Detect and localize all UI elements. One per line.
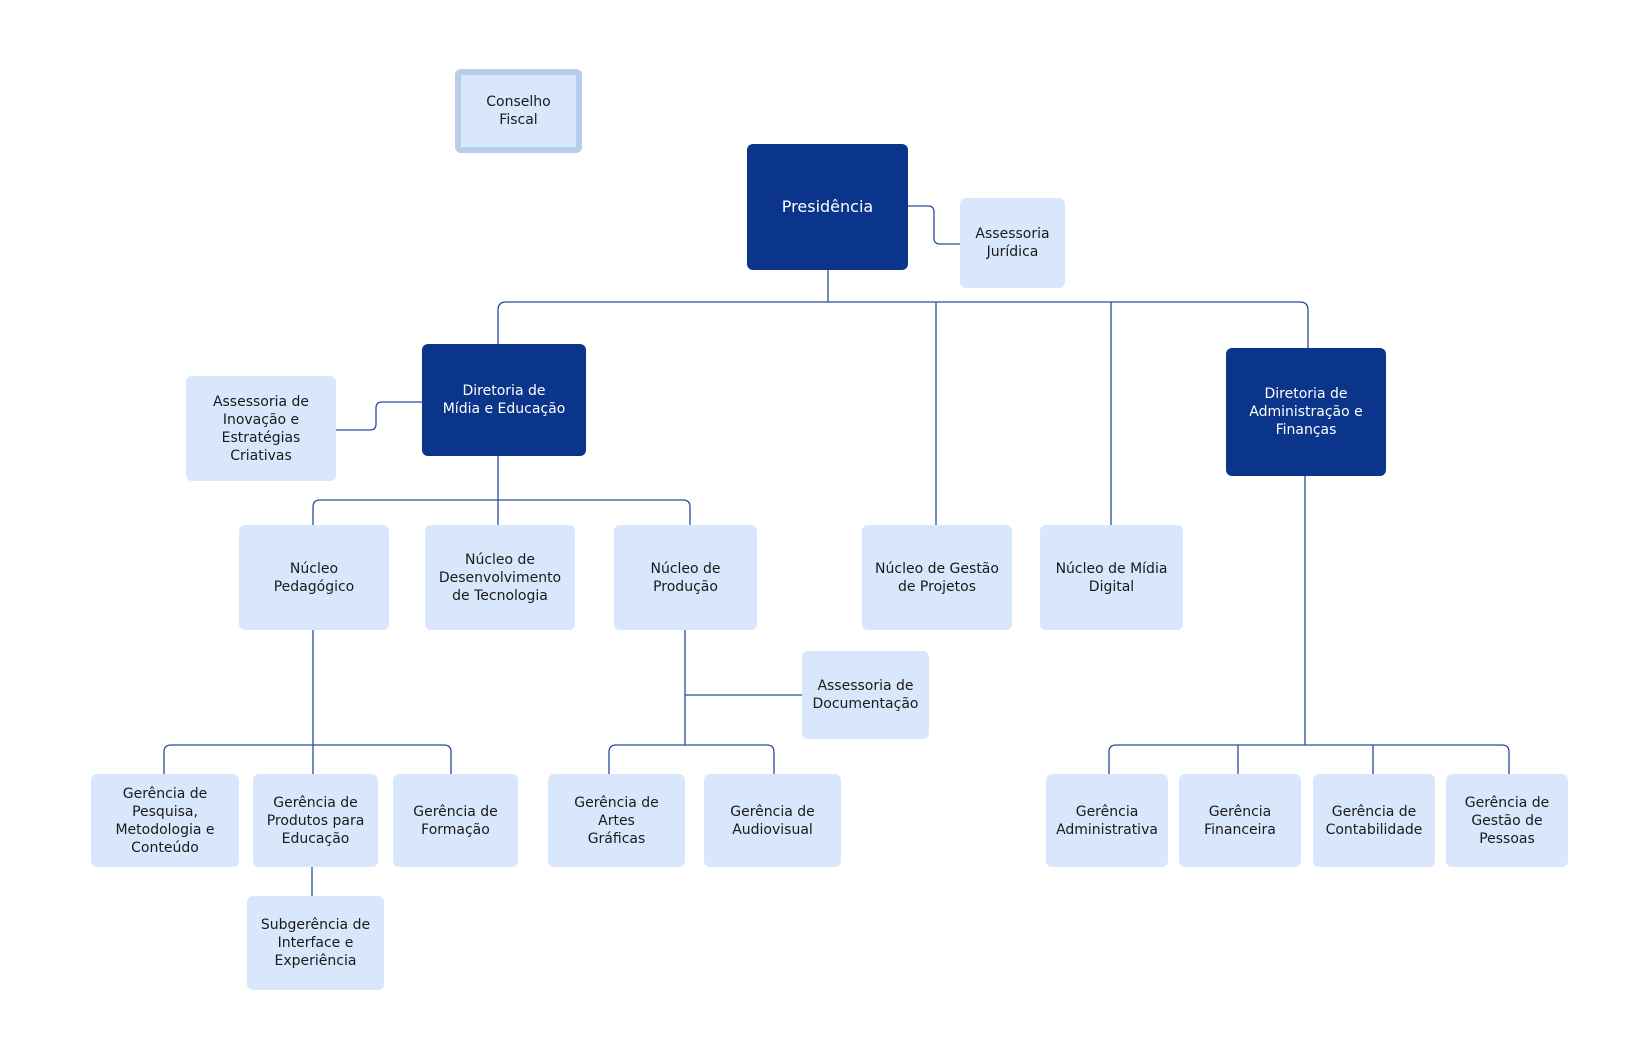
connector-inovacao-diretoria-midia	[336, 401, 422, 431]
node-diretoria-midia-educacao: Diretoria de Mídia e Educação	[422, 344, 586, 456]
node-assessoria-documentacao: Assessoria de Documentação	[802, 651, 929, 739]
node-diretoria-administracao-financas: Diretoria de Administração e Finanças	[1226, 348, 1386, 476]
node-nucleo-desenvolvimento-tecnologia: Núcleo de Desenvolvimento de Tecnologia	[425, 525, 575, 630]
node-conselho-fiscal: Conselho Fiscal	[455, 69, 582, 153]
node-gerencia-artes-graficas: Gerência de Artes Gráficas	[548, 774, 685, 867]
connector-main-bus	[497, 301, 1309, 348]
connector-pedagogico-bus	[163, 744, 452, 774]
connector-nucleos-bus	[312, 499, 691, 525]
node-presidencia: Presidência	[747, 144, 908, 270]
node-gerencia-produtos-educacao: Gerência de Produtos para Educação	[253, 774, 378, 867]
node-gerencia-pesquisa: Gerência de Pesquisa, Metodologia e Cont…	[91, 774, 239, 867]
node-gerencia-audiovisual: Gerência de Audiovisual	[704, 774, 841, 867]
node-gerencia-formacao: Gerência de Formação	[393, 774, 518, 867]
node-gerencia-contabilidade: Gerência de Contabilidade	[1313, 774, 1435, 867]
connector-presidencia-assessoria-juridica	[862, 205, 960, 245]
node-gerencia-financeira: Gerência Financeira	[1179, 774, 1301, 867]
node-nucleo-pedagogico: Núcleo Pedagógico	[239, 525, 389, 630]
node-subgerencia-interface-experiencia: Subgerência de Interface e Experiência	[247, 896, 384, 990]
node-nucleo-producao: Núcleo de Produção	[614, 525, 757, 630]
node-gerencia-gestao-pessoas: Gerência de Gestão de Pessoas	[1446, 774, 1568, 867]
connector-producao-bus	[608, 744, 775, 774]
node-nucleo-gestao-projetos: Núcleo de Gestão de Projetos	[862, 525, 1012, 630]
node-gerencia-administrativa: Gerência Administrativa	[1046, 774, 1168, 867]
node-assessoria-juridica: Assessoria Jurídica	[960, 198, 1065, 288]
node-nucleo-midia-digital: Núcleo de Mídia Digital	[1040, 525, 1183, 630]
connector-gerencias-adm-bus	[1108, 744, 1510, 774]
node-assessoria-inovacao: Assessoria de Inovação e Estratégias Cri…	[186, 376, 336, 481]
